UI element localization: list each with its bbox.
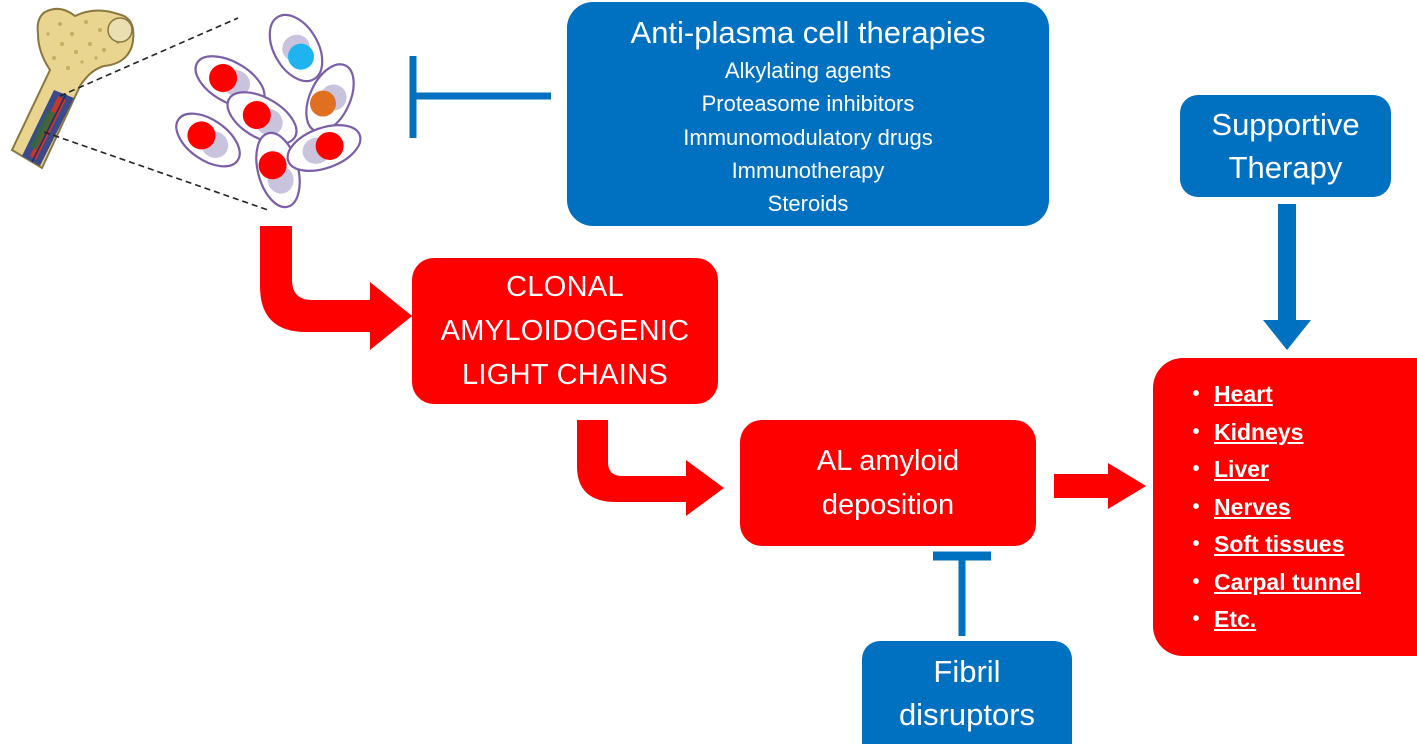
fibril-line: disruptors (898, 696, 1036, 732)
plasma-cell (268, 13, 324, 83)
bullet-icon: • (1192, 420, 1200, 443)
organ-item: • Carpal tunnel (1178, 564, 1361, 602)
organ-label: Heart (1214, 381, 1273, 407)
al-amyloid-deposition-box: AL amyloid deposition (740, 420, 1036, 546)
inhibition-bar-cells (409, 56, 551, 138)
organ-label: Liver (1214, 456, 1269, 482)
organ-item: • Heart (1178, 376, 1273, 414)
al-line: AL amyloid (816, 445, 960, 477)
therapy-item: Proteasome inhibitors (701, 91, 915, 117)
plasma-cell (226, 91, 298, 145)
organ-label: Carpal tunnel (1214, 568, 1361, 595)
organ-label: Kidneys (1214, 418, 1304, 445)
supportive-therapy-box: Supportive Therapy (1180, 95, 1391, 197)
fibril-line: Fibril (933, 653, 1001, 689)
clonal-line: CLONAL (506, 271, 624, 303)
plasma-cell-cluster-icon (175, 13, 362, 209)
organ-item: • Liver (1178, 451, 1269, 489)
clonal-line: AMYLOIDOGENIC (440, 315, 690, 347)
bone-marrow-icon (10, 7, 135, 170)
therapy-item: Steroids (767, 191, 849, 217)
fibril-disruptors-box: Fibril disruptors (862, 641, 1072, 744)
organ-label: Soft tissues (1214, 531, 1345, 557)
supportive-line: Therapy (1228, 150, 1343, 185)
bullet-icon: • (1192, 495, 1200, 518)
supportive-line: Supportive (1211, 107, 1360, 142)
plasma-cell (175, 112, 241, 168)
arrow-clonal-to-deposition (577, 420, 724, 516)
zoom-line-top (59, 17, 239, 97)
arrow-supportive-to-organs (1263, 204, 1311, 350)
bullet-icon: • (1192, 533, 1200, 555)
bullet-icon: • (1192, 570, 1200, 593)
affected-organs-box: • Heart • Kidneys • Liver • Nerves • Soft tis… (1153, 358, 1417, 656)
therapy-item: Alkylating agents (724, 58, 892, 83)
plasma-cell (305, 63, 355, 133)
bullet-icon: • (1192, 458, 1200, 480)
organ-label: Nerves (1214, 493, 1291, 520)
anti-plasma-therapies-box: Anti-plasma cell therapies Alkylating ag… (567, 2, 1049, 226)
organ-item: • Soft tissues (1178, 526, 1344, 564)
arrow-cells-to-clonal (260, 226, 412, 350)
al-line: deposition (821, 489, 955, 521)
arrow-deposition-to-organs (1054, 463, 1146, 509)
organ-label: Etc. (1214, 606, 1257, 632)
organ-item: • Nerves (1178, 489, 1291, 527)
anti-plasma-title: Anti-plasma cell therapies (630, 15, 986, 50)
bullet-icon: • (1192, 383, 1200, 405)
therapy-item: Immunomodulatory drugs (683, 124, 933, 150)
organ-item: • Kidneys (1178, 414, 1303, 452)
organ-item: • Etc. (1178, 601, 1256, 639)
clonal-light-chains-box: CLONAL AMYLOIDOGENIC LIGHT CHAINS (412, 258, 718, 404)
inhibition-bar-fibril (933, 551, 991, 636)
clonal-line: LIGHT CHAINS (461, 359, 669, 391)
therapy-item: Immunotherapy (731, 157, 885, 183)
plasma-cell (286, 124, 362, 172)
bullet-icon: • (1192, 608, 1200, 630)
